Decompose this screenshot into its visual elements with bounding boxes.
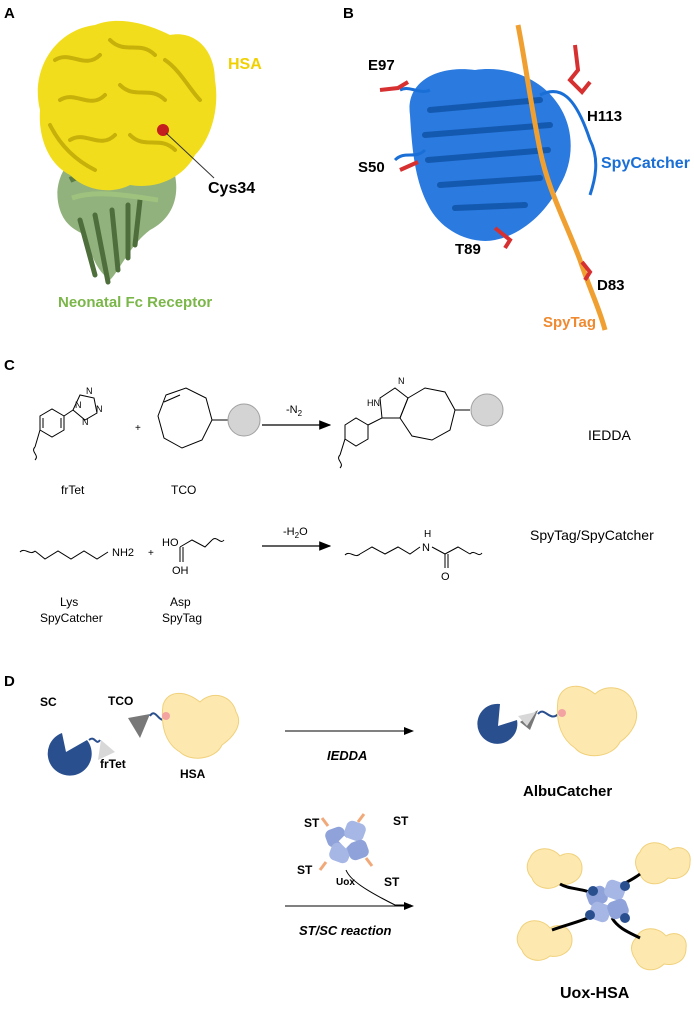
albu-linker — [537, 710, 561, 718]
uox-label: Uox — [336, 877, 355, 888]
frtet-shape — [98, 740, 115, 760]
isopeptide-o: O — [441, 571, 450, 583]
residue-e97: E97 — [368, 57, 395, 74]
frtet-n3: N — [96, 404, 103, 414]
lys-structure — [19, 549, 109, 560]
spy-arrow-label: -H2O — [283, 526, 308, 540]
panel-a-letter: A — [4, 5, 15, 22]
sc-linker — [88, 737, 101, 743]
panel-b-letter: B — [343, 5, 354, 22]
isopeptide-structure — [344, 546, 483, 568]
spytag-strand — [515, 24, 608, 331]
hsa-label-d: HSA — [180, 767, 206, 781]
hsa-cys-site — [162, 712, 170, 720]
panel-d-letter: D — [4, 673, 15, 690]
albu-frtet — [518, 712, 536, 726]
iedda-product-structure — [338, 387, 470, 469]
st-label-2: ST — [393, 814, 409, 828]
residue-s50: S50 — [358, 159, 385, 176]
albu-sc-pacman — [477, 703, 518, 744]
frtet-n4: N — [82, 417, 89, 427]
cys34-label: Cys34 — [208, 180, 255, 197]
panel-c: C N N N N + -N2 — [4, 357, 654, 625]
frtet-caption: frTet — [61, 483, 85, 497]
uox-curve — [345, 869, 411, 906]
uox-hsa-product — [516, 842, 691, 971]
product-hn: HN — [367, 398, 380, 408]
plus-1: + — [135, 423, 141, 434]
uox-hsa-label: Uox-HSA — [560, 985, 630, 1002]
panel-b: B E97 H113 S50 T89 D83 SpyCatcher SpyTag — [343, 5, 690, 331]
sc-pacman — [47, 733, 92, 776]
tco-shape — [128, 714, 150, 738]
st-label-1: ST — [304, 816, 320, 830]
hsa-label: HSA — [228, 56, 262, 73]
isopeptide-h: H — [424, 529, 431, 540]
spy-name: SpyTag/SpyCatcher — [530, 527, 654, 543]
asp-oh: OH — [172, 565, 189, 577]
panel-d: D SC TCO frTet HSA IEDDA AlbuCatcher — [4, 673, 691, 1002]
panel-c-letter: C — [4, 357, 15, 374]
tco-cargo-circle — [227, 403, 261, 437]
tco-structure — [157, 387, 228, 449]
albu-cys-site — [558, 709, 566, 717]
sc-label: SC — [40, 695, 57, 709]
receptor-label: Neonatal Fc Receptor — [58, 294, 212, 311]
lys-nh2: NH2 — [112, 547, 134, 559]
tco-label: TCO — [108, 694, 133, 708]
iedda-label-d: IEDDA — [327, 748, 367, 763]
hsa-structure — [37, 20, 217, 191]
lys-caption-1: Lys — [60, 595, 78, 609]
hsa-blob — [161, 692, 240, 759]
plus-2: + — [148, 548, 154, 559]
frtet-structure — [33, 394, 98, 461]
product-n: N — [398, 376, 405, 386]
residue-sticks — [379, 44, 593, 282]
residue-t89: T89 — [455, 241, 481, 258]
asp-structure — [179, 538, 225, 562]
st-label-3: ST — [297, 863, 313, 877]
asp-ho: HO — [162, 537, 179, 549]
albu-hsa-blob — [556, 685, 638, 757]
iedda-arrow-label: -N2 — [286, 404, 303, 418]
uox-tetramer — [325, 820, 369, 864]
st-sc-label: ST/SC reaction — [299, 923, 392, 938]
frtet-n1: N — [75, 400, 82, 410]
albucatcher-label: AlbuCatcher — [523, 783, 612, 800]
tco-caption: TCO — [171, 483, 196, 497]
iedda-name: IEDDA — [588, 427, 631, 443]
frtet-n2: N — [86, 386, 93, 396]
st-label-4: ST — [384, 875, 400, 889]
frtet-label: frTet — [100, 757, 126, 771]
asp-caption-1: Asp — [170, 595, 191, 609]
spycatcher-label: SpyCatcher — [601, 155, 690, 172]
spycatcher-structure — [393, 69, 598, 241]
lys-caption-2: SpyCatcher — [40, 611, 103, 625]
isopeptide-n: N — [422, 542, 430, 554]
product-cargo-circle — [470, 393, 504, 427]
cys34-leader — [165, 132, 215, 179]
asp-caption-2: SpyTag — [162, 611, 202, 625]
uox-spytags — [318, 813, 374, 871]
spytag-label: SpyTag — [543, 314, 596, 331]
residue-h113: H113 — [587, 108, 622, 125]
panel-a: A HSA Cys34 Neonatal Fc Receptor — [4, 5, 262, 311]
residue-d83: D83 — [597, 277, 625, 294]
